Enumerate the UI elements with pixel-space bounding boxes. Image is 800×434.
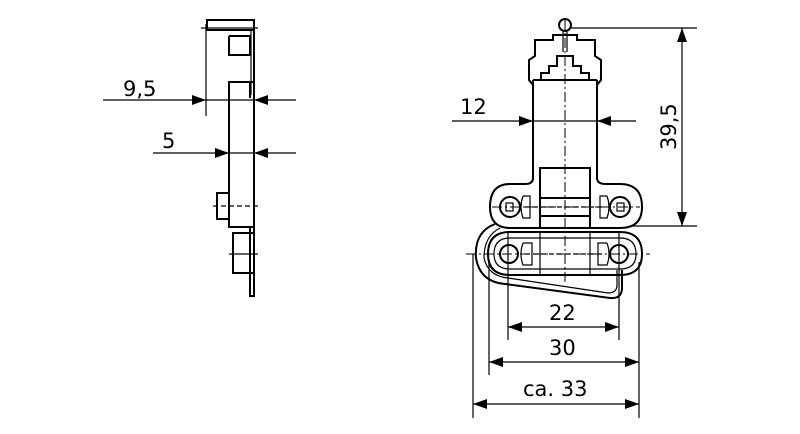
side-tail	[249, 227, 255, 297]
side-view: 9,5 5	[103, 19, 296, 297]
dim-overall-width: ca. 33	[523, 377, 588, 401]
front-view: 39,5 12 22 30 ca. 33	[452, 18, 697, 418]
dim-hole-spacing: 22	[549, 301, 576, 325]
dim-side-strip-width: 5	[162, 129, 175, 153]
side-strip	[228, 81, 255, 228]
dim-side-total-width: 9,5	[123, 77, 156, 101]
side-top-cap	[206, 19, 255, 31]
lower-hole-left	[499, 244, 519, 264]
dim-loop-width: 30	[549, 336, 576, 360]
dim-height: 39,5	[657, 103, 681, 150]
side-upper-tab	[228, 35, 251, 56]
top-knob	[558, 18, 572, 32]
dim-body-width: 12	[460, 95, 487, 119]
lower-ear	[486, 231, 644, 276]
